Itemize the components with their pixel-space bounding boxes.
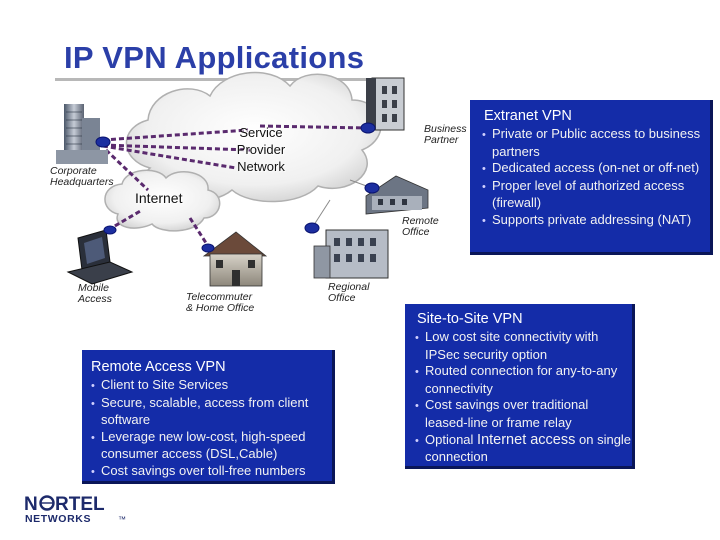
regional-office-label: Regional Office <box>328 282 369 304</box>
extranet-item: Private or Public access to business par… <box>482 126 710 160</box>
site-to-site-heading: Site-to-Site VPN <box>417 311 523 327</box>
slide-title: IP VPN Applications <box>64 40 365 75</box>
logo-letter-n: N <box>24 494 38 515</box>
telecommuter-label-line1: Telecommuter <box>186 291 253 303</box>
corporate-hq-label-line1: Corporate <box>50 165 97 177</box>
cloud-label-line3: Network <box>237 159 285 174</box>
service-provider-label: Service Provider Network <box>226 124 296 175</box>
title-underline <box>55 78 375 81</box>
remote-access-list: Client to Site Services Secure, scalable… <box>91 377 332 481</box>
remote-access-item: Cost savings over toll-free numbers <box>91 463 332 481</box>
internet-access-emphasis: Internet access <box>477 431 576 448</box>
extranet-vpn-heading: Extranet VPN <box>484 108 572 124</box>
site-to-site-item: Cost savings over traditional leased-lin… <box>415 397 632 431</box>
extranet-item: Dedicated access (on-net or off-net) <box>482 160 710 178</box>
remote-access-item: Leverage new low-cost, high-speed consum… <box>91 429 332 463</box>
telecommuter-label: Telecommuter & Home Office <box>186 292 254 314</box>
corporate-headquarters-building <box>56 104 108 164</box>
telecommuter-label-line2: & Home Office <box>186 302 255 314</box>
regional-office-building <box>313 229 389 279</box>
site-to-site-item-internet: Optional Internet access on single conne… <box>415 432 632 466</box>
business-partner-building <box>366 77 405 131</box>
remote-access-vpn-box: Remote Access VPN Client to Site Service… <box>82 350 335 484</box>
optional-text: Optional <box>425 431 474 447</box>
extranet-item: Supports private addressing (NAT) <box>482 212 710 230</box>
logo-networks-text: NETWORKS <box>25 513 91 525</box>
logo-globe-icon <box>39 495 55 511</box>
business-partner-label-line2: Partner <box>424 134 459 146</box>
regional-office-label-line1: Regional <box>328 281 370 293</box>
cloud-label-line1: Service <box>239 125 283 140</box>
mobile-access-label-line1: Mobile <box>78 282 109 294</box>
business-partner-label-line1: Business <box>424 123 467 135</box>
vpn-tunnels <box>102 124 369 247</box>
router-nodes <box>95 122 380 253</box>
site-to-site-list: Low cost site connectivity with IPSec se… <box>415 329 632 466</box>
telecommuter-house <box>202 231 268 287</box>
remote-access-item: Client to Site Services <box>91 377 332 395</box>
remote-office-label: Remote Office <box>402 216 439 238</box>
logo-wordmark: RTEL <box>55 494 105 515</box>
mobile-access-label-line2: Access <box>78 293 112 305</box>
remote-office-label-line2: Office <box>402 226 430 238</box>
remote-access-item: Secure, scalable, access from client sof… <box>91 395 332 429</box>
corporate-hq-label-line2: Headquarters <box>50 176 114 188</box>
mobile-laptop <box>66 229 134 285</box>
internet-label: Internet <box>135 190 183 206</box>
remote-office-label-line1: Remote <box>402 215 439 227</box>
extranet-item: Proper level of authorized access (firew… <box>482 178 710 212</box>
internet-cloud <box>104 169 221 232</box>
nortel-networks-logo: N RTEL NETWORKS ™ <box>24 494 126 525</box>
site-to-site-item: Routed connection for any-to-any connect… <box>415 363 632 397</box>
site-to-site-item: Low cost site connectivity with IPSec se… <box>415 329 632 363</box>
corporate-hq-label: Corporate Headquarters <box>50 166 114 188</box>
extranet-vpn-box: Extranet VPN Private or Public access to… <box>470 100 713 255</box>
site-to-site-vpn-box: Site-to-Site VPN Low cost site connectiv… <box>405 304 635 469</box>
cloud-label-line2: Provider <box>236 142 286 157</box>
remote-office-building <box>365 175 429 215</box>
single-connection-text: on single connection <box>425 431 632 465</box>
remote-access-heading: Remote Access VPN <box>91 359 226 375</box>
regional-office-label-line2: Office <box>328 292 356 304</box>
extranet-vpn-list: Private or Public access to business par… <box>482 126 710 230</box>
logo-trademark: ™ <box>118 515 126 524</box>
business-partner-label: Business Partner <box>424 124 467 146</box>
mobile-access-label: Mobile Access <box>78 283 112 305</box>
